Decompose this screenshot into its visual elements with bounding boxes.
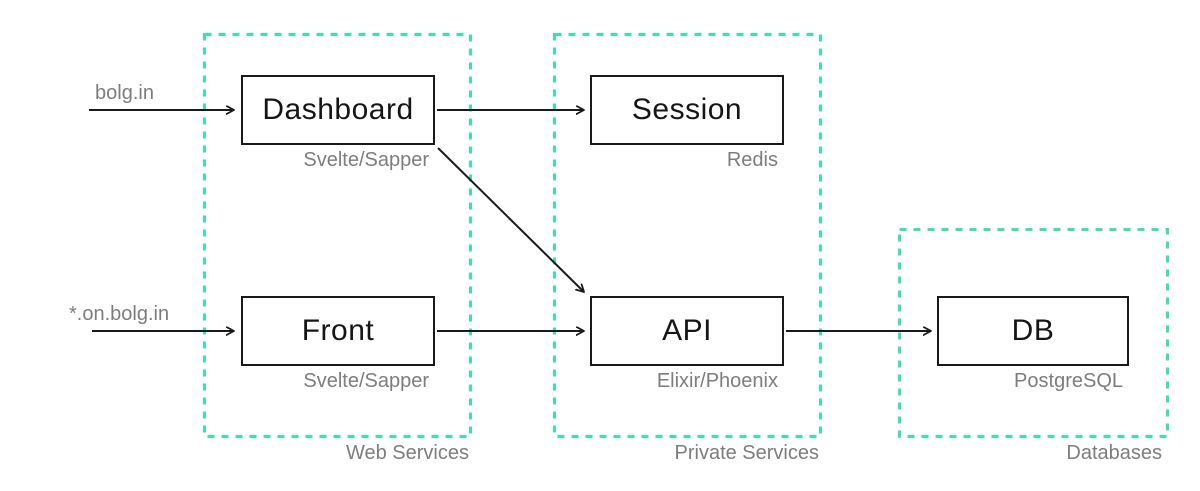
- node-dashboard-tech: Svelte/Sapper: [303, 149, 429, 171]
- node-front-tech: Svelte/Sapper: [303, 370, 429, 392]
- node-front-label: Front: [301, 314, 375, 347]
- node-dashboard-label: Dashboard: [262, 93, 414, 126]
- node-front: Front: [241, 296, 435, 366]
- node-api-label: API: [662, 314, 712, 347]
- group-label-databases: Databases: [1066, 442, 1162, 464]
- group-label-web-services: Web Services: [345, 442, 469, 464]
- node-session: Session: [590, 75, 784, 145]
- node-api: API: [590, 296, 784, 366]
- node-session-tech: Redis: [726, 149, 778, 171]
- group-private-services-border: [553, 33, 822, 438]
- node-db-tech: PostgreSQL: [1014, 370, 1123, 392]
- group-label-private-services: Private Services: [674, 442, 820, 464]
- group-web-services-border: [203, 33, 472, 438]
- entry-label-on-bolg-in: *.on.bolg.in: [69, 303, 170, 325]
- node-dashboard: Dashboard: [241, 75, 435, 145]
- node-api-tech: Elixir/Phoenix: [656, 370, 778, 392]
- node-db-label: DB: [1011, 314, 1055, 347]
- edge-dashboard-to-api: [437, 147, 584, 292]
- node-db: DB: [937, 296, 1129, 366]
- entry-label-bolg-in: bolg.in: [95, 82, 154, 104]
- node-session-label: Session: [631, 93, 743, 126]
- group-databases-border: [898, 228, 1169, 438]
